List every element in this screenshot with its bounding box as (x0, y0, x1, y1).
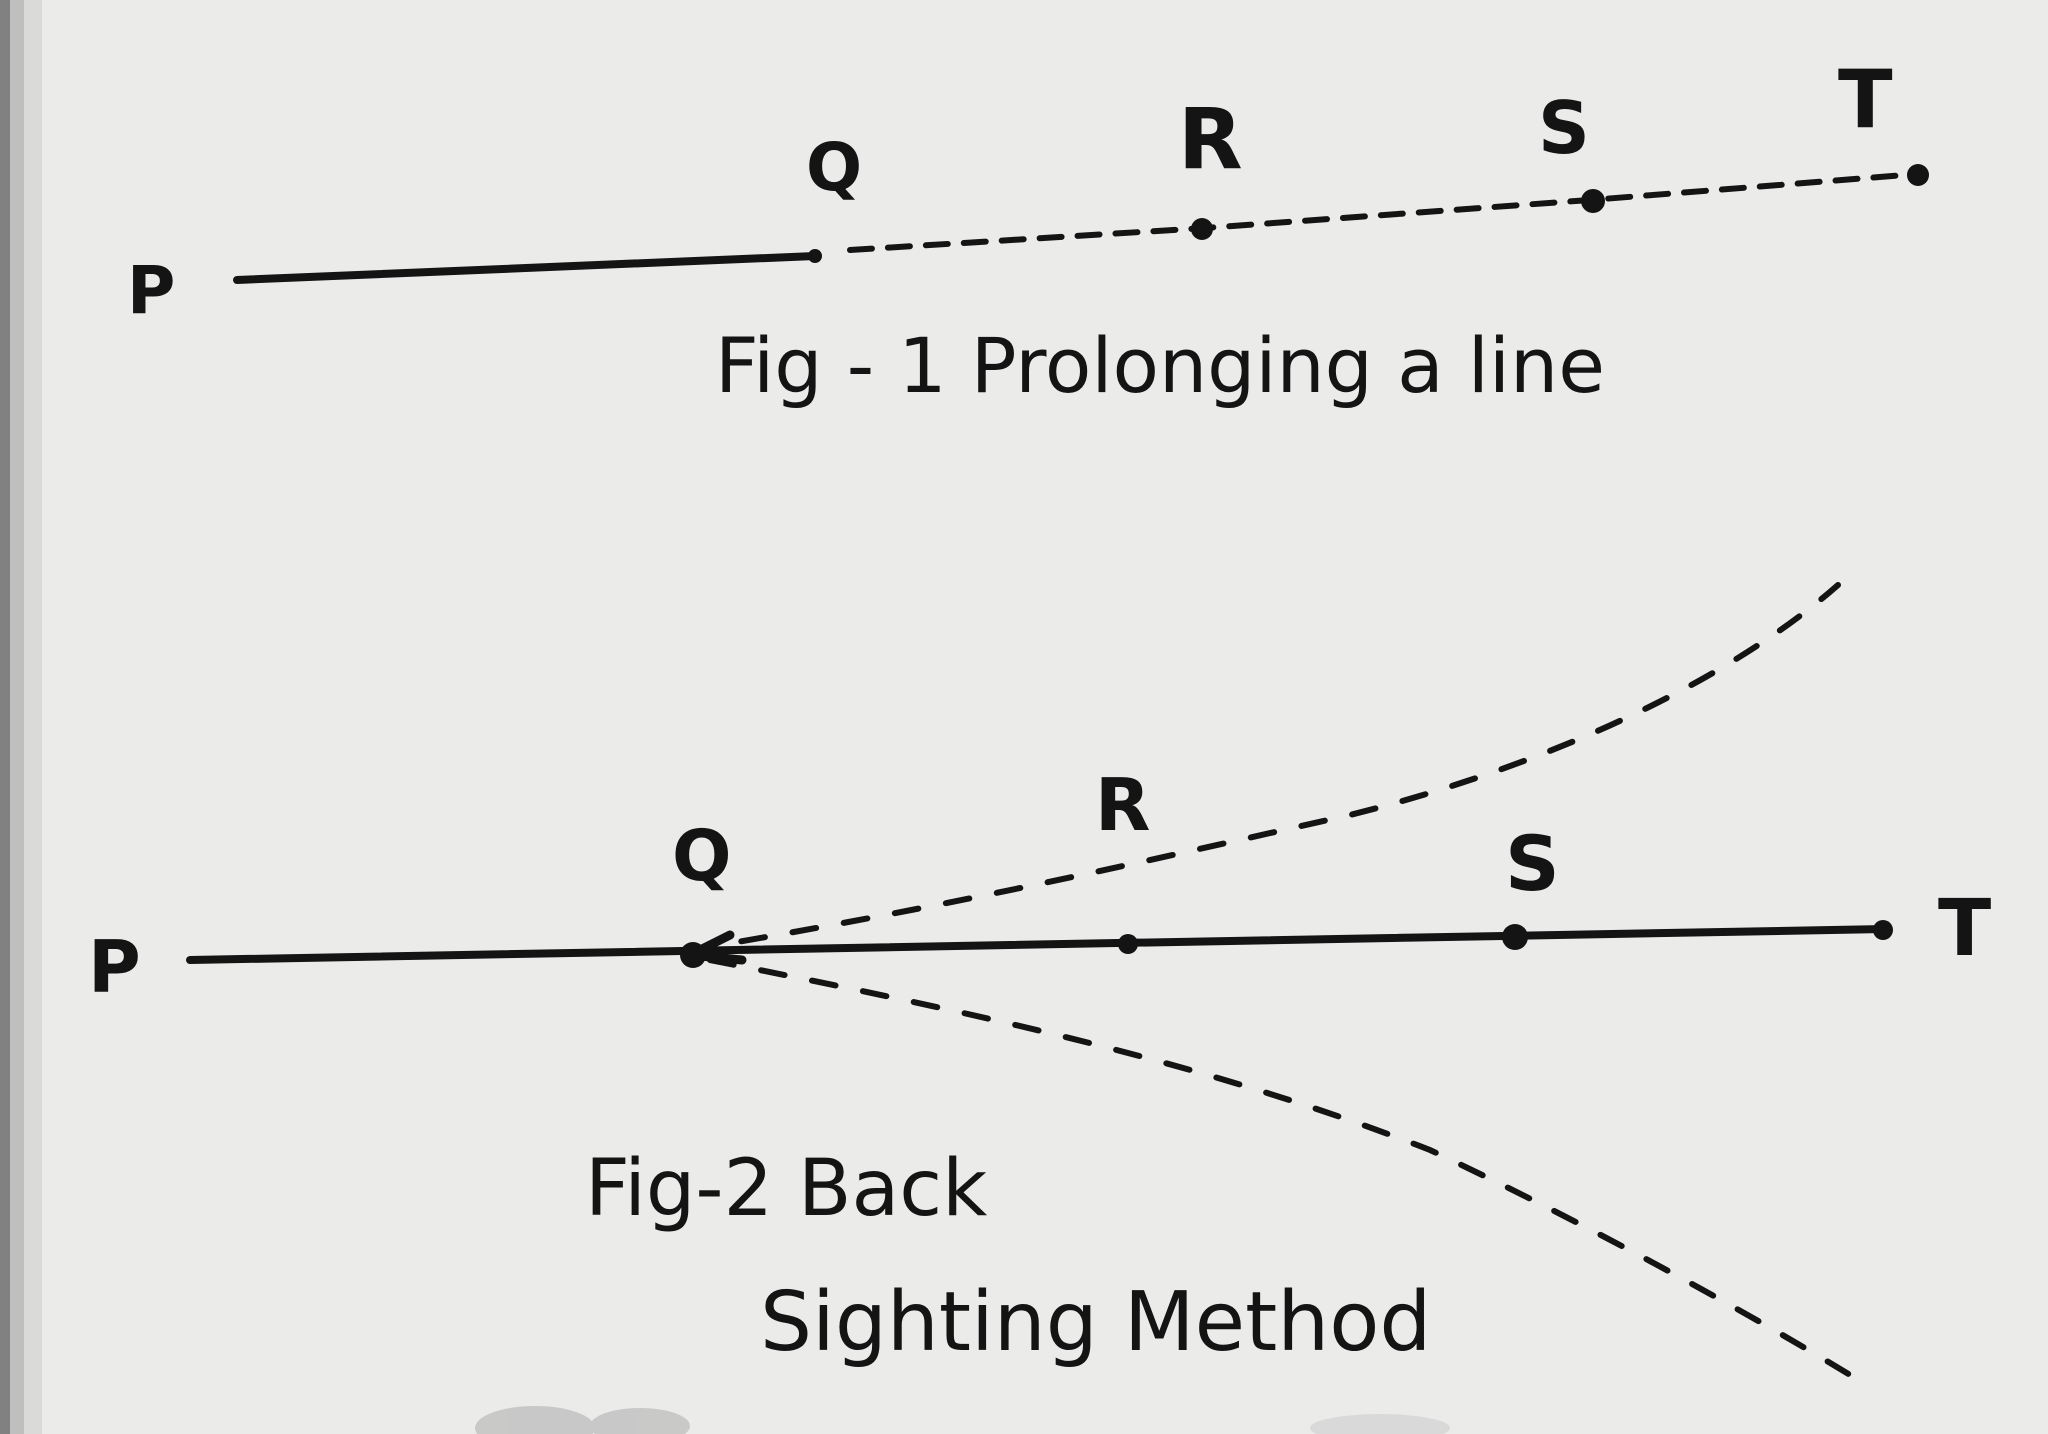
label-q: Q (806, 129, 862, 206)
label-q: Q (672, 815, 732, 897)
label-s: S (1538, 86, 1590, 170)
label-t: T (1938, 884, 1991, 974)
point-t (1873, 920, 1893, 940)
caption-figure-2-line-2: Sighting Method (760, 1275, 1431, 1370)
figure-2-labels: P Q R S T Fig-2 Back Sighting Method (88, 763, 1991, 1370)
caption-figure-1: Fig - 1 Prolonging a line (715, 321, 1605, 410)
label-s: S (1505, 819, 1560, 908)
scan-smudges (475, 1406, 1450, 1434)
scan-edge-shadow (0, 0, 42, 1434)
figure-2-points (680, 920, 1893, 968)
point-s (1502, 924, 1528, 950)
figure-2-back-sighting (186, 582, 1889, 1381)
figure-1-points (808, 164, 1929, 263)
line-pt-solid (186, 925, 1889, 964)
label-p: P (88, 925, 141, 1009)
label-r: R (1095, 763, 1150, 847)
upper-dashed-curve (687, 582, 1841, 953)
label-r: R (1178, 90, 1243, 188)
caption-figure-2-line-1: Fig-2 Back (585, 1144, 987, 1234)
point-s (1581, 189, 1605, 213)
point-r (1191, 218, 1213, 240)
point-r (1118, 934, 1138, 954)
line-pq-solid (233, 252, 819, 284)
point-q (680, 942, 706, 968)
figure-1-labels: P Q R S T Fig - 1 Prolonging a line (127, 53, 1893, 410)
lower-dashed-curve (707, 957, 1858, 1381)
point-q (808, 249, 822, 263)
prolongation-dashed-line (847, 171, 1921, 253)
figure-1-prolonging-a-line (233, 171, 1921, 284)
label-t: T (1838, 53, 1893, 146)
point-t (1907, 164, 1929, 186)
label-p: P (127, 252, 175, 329)
